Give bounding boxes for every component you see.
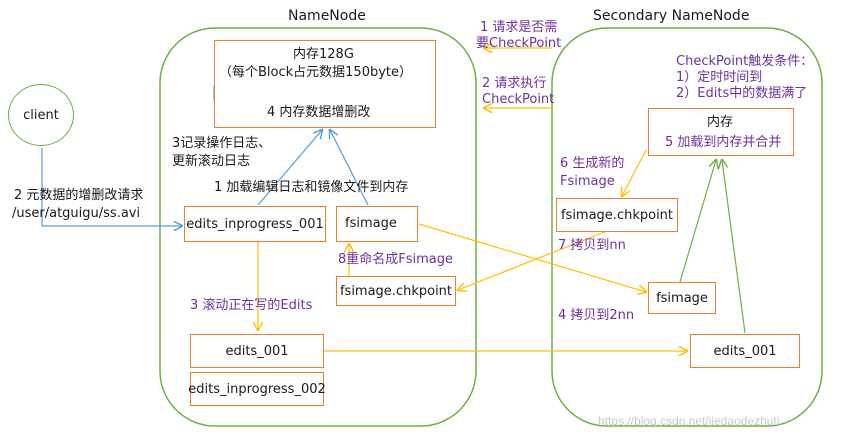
generate-new-line2: Fsimage [560, 174, 615, 189]
secondary-namenode-container [551, 27, 823, 427]
copy-fsimage-arrow [418, 223, 646, 292]
nn-edits-inprogress-002-box: edits_inprogress_002 [188, 372, 326, 406]
namenode-title: NameNode [288, 8, 366, 24]
roll-edits-label: 3 滚动正在写的Edits [190, 298, 313, 313]
snn-edits-001-box: edits_001 [690, 334, 800, 368]
checkpoint-condition-timer: 1）定时时间到 [676, 70, 763, 85]
edits-to-2nn-memory-arrow [722, 160, 746, 334]
fsimage-to-2nn-memory-arrow [679, 160, 716, 283]
snn-memory-title: 内存 [707, 115, 734, 130]
checkpoint-condition-edits-full: 2）Edits中的数据满了 [676, 86, 808, 101]
copy-chkpoint-arrow [458, 228, 613, 290]
nn-fsimage-box: fsimage [336, 206, 418, 242]
snn-fsimage-chkpoint-label: fsimage.chkpoint [560, 207, 674, 223]
nn-edits-001-label: edits_001 [225, 343, 289, 359]
log-ops-line1: 3记录操作日志、 [172, 136, 272, 151]
log-ops-line2: 更新滚动日志 [172, 154, 251, 169]
client-request-line1: 2 元数据的增删改请求 [14, 188, 144, 203]
nn-fsimage-label: fsimage [345, 216, 397, 231]
snn-memory-box: 内存 5 加载到内存并合并 [648, 108, 794, 156]
nn-edits-inprogress-label: edits_inprogress_001 [186, 216, 324, 232]
rename-label: 8重命名成Fsimage [338, 252, 454, 267]
copy-to-2nn-label: 4 拷贝到2nn [558, 308, 635, 323]
nn-fsimage-chkpoint-label: fsimage.chkpoint [339, 283, 453, 299]
nn-edits-001-box: edits_001 [190, 334, 324, 368]
snn-fsimage-box: fsimage [648, 282, 716, 314]
load-edits-label: 1 加载编辑日志和镜像文件到内存 [214, 180, 409, 195]
generate-new-line1: 6 生成新的 [560, 156, 625, 171]
namenode-memory-box: 内存128G （每个Block占元数据150byte） 4 内存数据增删改 [214, 40, 436, 128]
client-label: client [23, 107, 59, 123]
memory-block-note: （每个Block占元数据150byte） [219, 65, 413, 80]
step1-request-line2: 要CheckPoint [476, 36, 562, 51]
secondary-namenode-title: Secondary NameNode [593, 8, 750, 24]
namenode-container [159, 27, 477, 427]
snn-fsimage-chkpoint-box: fsimage.chkpoint [556, 198, 678, 232]
copy-to-nn-label: 7 拷贝到nn [558, 238, 626, 253]
snn-edits-001-label: edits_001 [713, 343, 777, 359]
step2-execute-line2: CheckPoint [482, 92, 555, 107]
client-request-line2: /user/atguigu/ss.avi [12, 206, 141, 221]
watermark: https://blog.csdn.net/jiedaodezhuti [598, 414, 780, 428]
snn-memory-step: 5 加载到内存并合并 [665, 135, 782, 150]
step1-request-line1: 1 请求是否需 [480, 20, 558, 35]
nn-edits-inprogress-002-label: edits_inprogress_002 [188, 381, 326, 397]
edits-to-memory-arrow [257, 130, 322, 206]
client-node: client [8, 84, 74, 146]
memory-crud-label: 4 内存数据增删改 [267, 105, 371, 120]
memory-size-label: 内存128G [293, 47, 354, 62]
generate-fsimage-arrow [622, 149, 647, 196]
nn-fsimage-chkpoint-box: fsimage.chkpoint [336, 276, 456, 306]
fsimage-to-memory-arrow [330, 130, 369, 206]
snn-fsimage-label: fsimage [656, 290, 708, 306]
client-request-arrow [41, 148, 182, 226]
step2-execute-line1: 2 请求执行 [482, 76, 547, 91]
checkpoint-condition-title: CheckPoint触发条件： [676, 54, 814, 69]
nn-edits-inprogress-box: edits_inprogress_001 [184, 206, 326, 242]
